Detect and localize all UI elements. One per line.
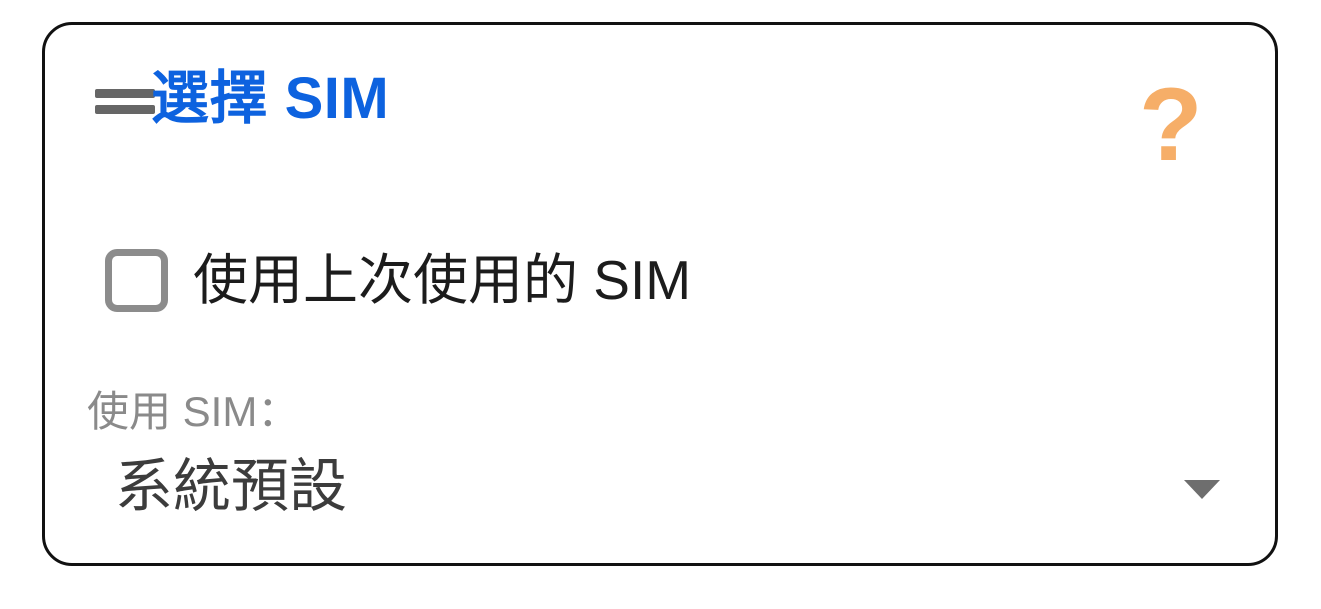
- use-sim-value: 系統預設: [115, 454, 348, 519]
- drag-handle-icon[interactable]: [95, 89, 155, 114]
- use-last-sim-checkbox[interactable]: [105, 249, 168, 312]
- help-icon[interactable]: ?: [1139, 67, 1203, 183]
- dropdown-arrow-icon: [1184, 480, 1220, 499]
- drag-bar: [95, 89, 155, 98]
- use-sim-label: 使用 SIM：: [87, 388, 300, 435]
- use-sim-dropdown[interactable]: 系統預設: [85, 449, 1235, 553]
- use-last-sim-label: 使用上次使用的 SIM: [193, 249, 692, 311]
- use-last-sim-row[interactable]: 使用上次使用的 SIM: [105, 249, 691, 312]
- select-sim-dialog: 選擇 SIM ? 使用上次使用的 SIM 使用 SIM： 系統預設: [42, 22, 1278, 566]
- drag-bar: [95, 105, 155, 114]
- dialog-title: 選擇 SIM: [151, 66, 390, 131]
